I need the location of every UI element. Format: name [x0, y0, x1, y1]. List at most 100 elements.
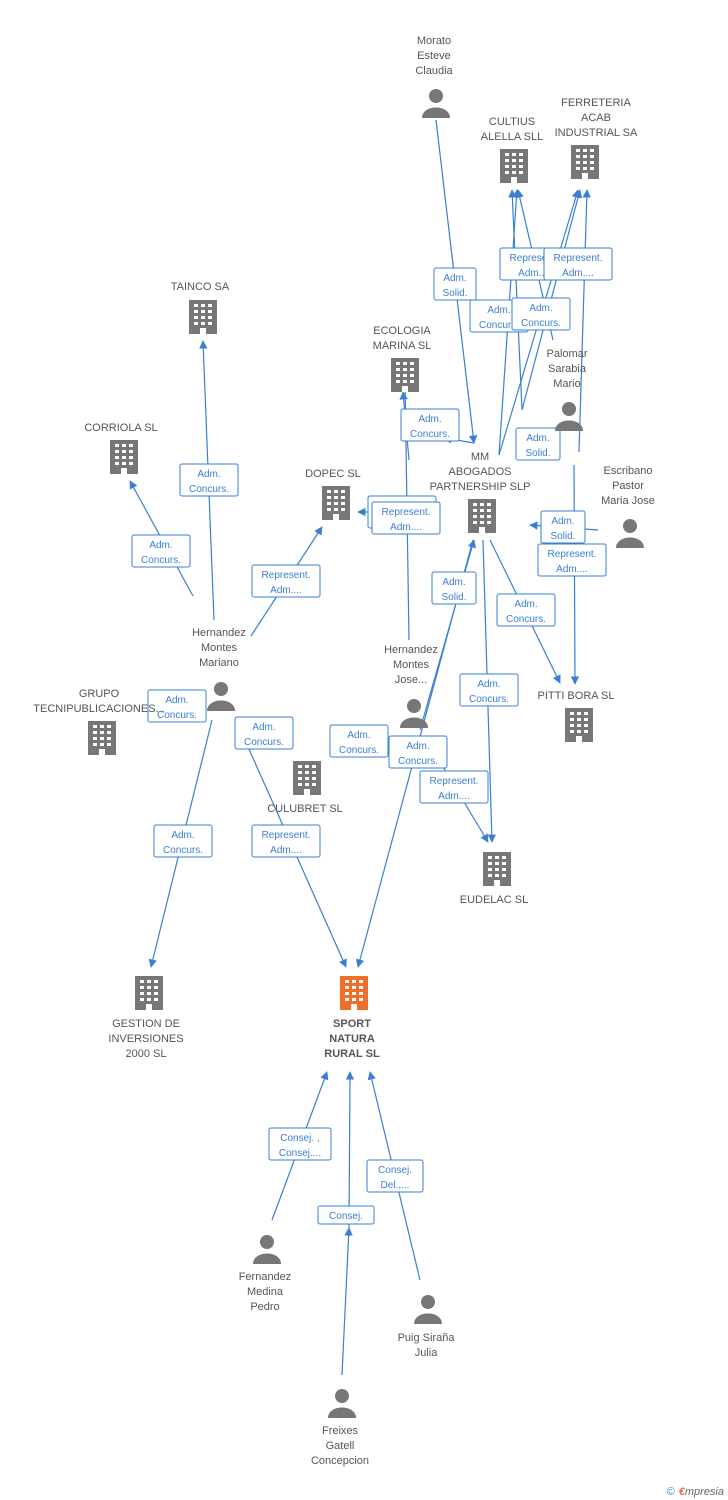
relation-label-text: Concurs. [157, 710, 197, 721]
relation-label[interactable]: Adm.Concurs. [153, 824, 213, 858]
node-label: MM [471, 451, 489, 463]
relation-label-text: Represent. [382, 507, 431, 518]
relation-label-text: Adm. [165, 695, 188, 706]
relation-label-box [537, 543, 607, 577]
person-icon [400, 699, 428, 728]
node-culubret[interactable]: CULUBRET SL [267, 761, 343, 815]
relation-label[interactable]: Adm.Concurs. [131, 534, 191, 568]
building-icon [571, 145, 599, 179]
node-pittibora[interactable]: PITTI BORA SL [537, 690, 615, 742]
relation-label[interactable]: Represent.Adm.... [543, 247, 613, 281]
person-icon [616, 519, 644, 548]
relation-label[interactable]: Adm.Concurs. [400, 408, 460, 442]
relation-label[interactable]: Adm.Concurs. [459, 673, 519, 707]
node-label: Sarabia [548, 363, 587, 375]
relation-label-text: Adm.... [562, 268, 594, 279]
relation-label[interactable]: Adm. Concurs. [147, 689, 207, 723]
relation-label[interactable]: Represent.Adm.... [537, 543, 607, 577]
node-tainco[interactable]: TAINCO SA [171, 281, 230, 334]
relation-label-text: Concurs. [163, 845, 203, 856]
relation-label[interactable]: Adm. Solid. [433, 267, 477, 301]
node-label: Mario [553, 378, 581, 390]
node-label: GRUPO [79, 688, 120, 700]
relation-label[interactable]: Adm.Concurs. [496, 593, 556, 627]
node-dopec[interactable]: DOPEC SL [305, 468, 361, 520]
relation-label-box [431, 571, 477, 605]
node-label: TAINCO SA [171, 281, 230, 293]
relation-label-box [153, 824, 213, 858]
node-label: Maria Jose [601, 495, 655, 507]
relation-label[interactable]: Consej. ,Consej.... [268, 1127, 332, 1161]
relation-label[interactable]: Adm.Concurs. [329, 724, 389, 758]
relation-label-text: Concurs. [141, 555, 181, 566]
brand-logo-e: € [678, 1486, 685, 1498]
relation-edge [341, 1227, 353, 1376]
relation-label-text: Adm. [252, 722, 275, 733]
node-corriola[interactable]: CORRIOLA SL [84, 422, 158, 474]
building-icon [468, 499, 496, 533]
relation-label[interactable]: Adm.Solid. [515, 427, 561, 461]
relation-label-text: Adm. [197, 469, 220, 480]
relation-label-text: Adm.... [270, 585, 302, 596]
relation-label-text: Adm. [406, 741, 429, 752]
relation-label[interactable]: Adm. Concurs. [388, 735, 448, 769]
relation-label-box [496, 593, 556, 627]
node-grupo[interactable]: GRUPOTECNIPUBLICACIONES... [33, 688, 165, 755]
relation-label[interactable]: Adm.Concurs. [179, 463, 239, 497]
node-hjose[interactable]: HernandezMontesJose... [384, 644, 438, 728]
relation-label[interactable]: Adm.Solid. [431, 571, 477, 605]
building-icon [110, 440, 138, 474]
relation-label[interactable]: Represent.Adm.... [251, 824, 321, 858]
node-label: Julia [415, 1347, 439, 1359]
relation-label[interactable]: Represent.Adm.... [251, 564, 321, 598]
relation-label[interactable]: Consej. [317, 1205, 375, 1225]
building-icon [340, 976, 368, 1010]
person-icon [328, 1389, 356, 1418]
relation-label-text: Concurs. [410, 429, 450, 440]
relation-label-text: Consej. [378, 1165, 412, 1176]
relation-label-text: Adm. [526, 433, 549, 444]
relation-label-box [268, 1127, 332, 1161]
relation-label[interactable]: Adm.Solid. [540, 510, 586, 544]
node-label: Montes [201, 642, 238, 654]
node-eudelac[interactable]: EUDELAC SL [460, 852, 528, 906]
relation-label-box [511, 297, 571, 331]
node-label: Mariano [199, 657, 239, 669]
node-label: CULUBRET SL [267, 803, 343, 815]
relation-label-box [371, 501, 441, 535]
relation-label-text: Represent. [548, 549, 597, 560]
node-label: ABOGADOS [449, 466, 512, 478]
relation-label-box [515, 427, 561, 461]
person-icon [414, 1295, 442, 1324]
relation-label[interactable]: Represent.Adm.... [371, 501, 441, 535]
relation-label-text: Concurs. [398, 756, 438, 767]
relation-label[interactable]: Adm.Concurs. [234, 716, 294, 750]
node-label: 2000 SL [126, 1048, 167, 1060]
node-label: INVERSIONES [108, 1033, 183, 1045]
relation-label-text: Solid. [442, 288, 467, 299]
relation-label-text: Concurs. [521, 318, 561, 329]
person-icon [555, 402, 583, 431]
node-label: Jose... [395, 674, 427, 686]
relation-label-text: Adm. [443, 273, 466, 284]
relation-label-text: Adm. [529, 303, 552, 314]
relation-label[interactable]: Consej.Del.,... [366, 1159, 424, 1193]
relation-label[interactable]: Adm. Concurs. [511, 297, 571, 331]
node-label: Montes [393, 659, 430, 671]
relation-label[interactable]: Represent.Adm.... [419, 770, 489, 804]
node-label: DOPEC SL [305, 468, 361, 480]
